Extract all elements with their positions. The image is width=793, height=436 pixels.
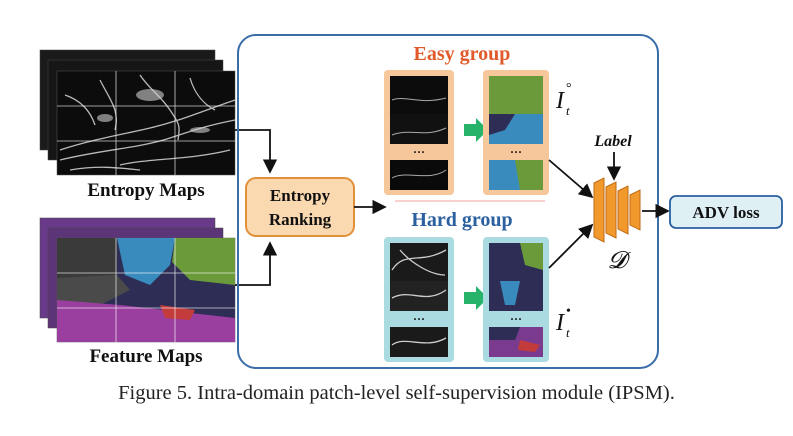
easy-symbol: I t °	[555, 81, 572, 118]
easy-symbol-main: I	[555, 88, 565, 114]
hard-entropy-patches: ···	[384, 237, 454, 362]
discriminator-icon	[593, 177, 641, 243]
discriminator-symbol: 𝓓	[608, 248, 632, 274]
adv-loss-box: ADV loss	[669, 195, 783, 229]
ranking-line1: Entropy	[270, 186, 331, 205]
easy-symbol-sup: °	[566, 81, 572, 96]
hard-symbol-main: I	[555, 310, 565, 336]
hard-green-arrow-icon	[464, 286, 488, 310]
entropy-maps-stack	[39, 49, 236, 176]
label-text: Label	[593, 133, 632, 150]
hard-entropy-ellipsis: ···	[413, 312, 425, 326]
ranking-line2: Ranking	[269, 210, 332, 229]
hard-symbol-sub: t	[566, 325, 570, 340]
easy-entropy-patches: ···	[384, 70, 454, 195]
adv-loss-label: ADV loss	[692, 203, 760, 222]
hard-group-title: Hard group	[411, 209, 512, 231]
hard-feature-patches: ···	[483, 237, 549, 362]
feature-maps-label: Feature Maps	[89, 346, 202, 367]
feature-maps-stack	[39, 217, 236, 343]
easy-symbol-sub: t	[566, 103, 570, 118]
easy-entropy-ellipsis: ···	[413, 145, 425, 159]
ipsm-module-border	[237, 34, 659, 369]
hard-feature-ellipsis: ···	[510, 312, 522, 326]
entropy-ranking-box: Entropy Ranking	[245, 177, 355, 237]
hard-symbol: I t •	[555, 304, 571, 340]
easy-feature-patches: ···	[483, 70, 549, 195]
easy-group-title: Easy group	[414, 43, 511, 65]
maps-to-ranking-arrows	[235, 129, 278, 286]
entropy-maps-label: Entropy Maps	[87, 180, 204, 201]
figure-caption: Figure 5. Intra-domain patch-level self-…	[118, 382, 675, 404]
easy-feature-ellipsis: ···	[510, 145, 522, 159]
arrows-to-discriminator	[548, 159, 594, 269]
easy-green-arrow-icon	[464, 118, 488, 142]
hard-symbol-sup: •	[566, 304, 571, 319]
